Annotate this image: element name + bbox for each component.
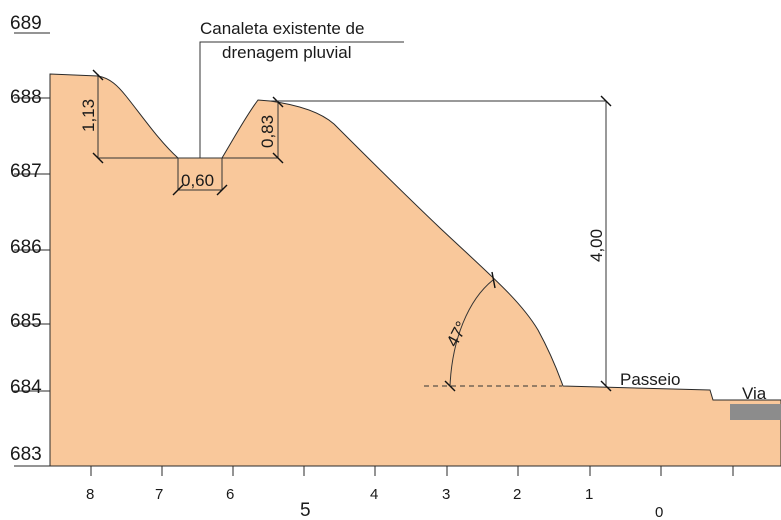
- dim-tick: [92, 69, 104, 81]
- y-label-687: 687: [10, 161, 42, 182]
- dim-tick: [600, 380, 612, 392]
- x-label-6: 6: [226, 486, 234, 503]
- y-label-683: 683: [10, 444, 42, 465]
- dim-tick: [92, 152, 104, 164]
- y-label-688: 688: [10, 87, 42, 108]
- angle-arc: [449, 279, 494, 387]
- x-label-3: 3: [442, 486, 450, 503]
- x-axis-ticks: [90, 466, 734, 476]
- y-label-684: 684: [10, 377, 42, 398]
- canaleta-leader: [199, 41, 404, 158]
- dim-tick: [272, 96, 284, 108]
- x-label-7: 7: [155, 486, 163, 503]
- dim-tick: [600, 95, 612, 107]
- dim-tick: [272, 152, 284, 164]
- y-label-689: 689: [10, 13, 42, 34]
- canaleta-label-line1: Canaleta existente de: [200, 19, 364, 38]
- dim-label-channel-width: 0,60: [181, 171, 214, 190]
- angle-tick: [491, 271, 496, 289]
- canaleta-label-line2: drenagem pluvial: [222, 43, 351, 62]
- dim-label-depth-left: 1,13: [79, 99, 98, 132]
- angle-tick: [444, 380, 456, 392]
- x-label-1: 1: [585, 486, 593, 503]
- y-label-685: 685: [10, 311, 42, 332]
- x-label-0: 0: [655, 504, 663, 520]
- x-label-4: 4: [370, 486, 378, 503]
- x-label-5: 5: [300, 500, 311, 520]
- terrain-profile: [49, 73, 781, 467]
- dim-tick: [172, 184, 184, 196]
- y-label-686: 686: [10, 237, 42, 258]
- x-label-2: 2: [513, 486, 521, 503]
- dim-line-channel-width: [177, 158, 223, 191]
- dim-label-depth-right: 0,83: [258, 115, 277, 148]
- road-slab: [730, 404, 781, 420]
- via-label: Via: [742, 384, 767, 403]
- passeio-label: Passeio: [620, 370, 680, 389]
- dim-tick: [216, 184, 228, 196]
- dim-label-total-height: 4,00: [587, 229, 606, 262]
- x-label-8: 8: [86, 486, 94, 503]
- y-axis-ticks: [14, 32, 50, 467]
